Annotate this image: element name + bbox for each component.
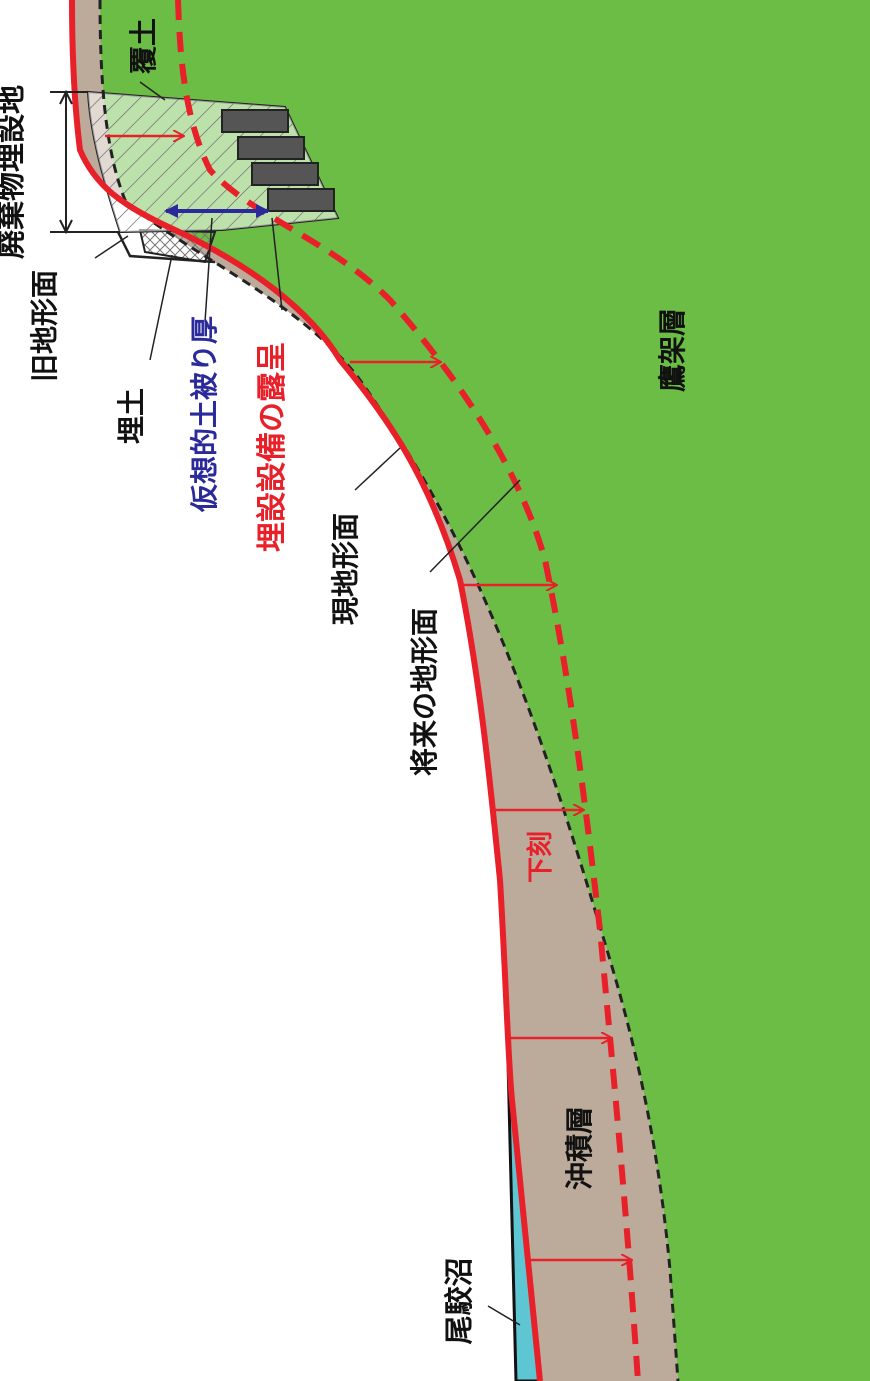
- label-facility-exposure: 埋設設備の露呈: [256, 342, 289, 552]
- alluvium-layer: [72, 0, 678, 1381]
- label-old-surface: 旧地形面: [29, 270, 60, 383]
- label-current-surface: 現地形面: [330, 513, 361, 626]
- dimension-arrowhead: [59, 219, 73, 235]
- facility-block: [267, 188, 335, 212]
- leader-cover-soil: [139, 81, 166, 101]
- leader-facility-exposure: [271, 217, 283, 311]
- label-alluvium: 沖積層: [564, 1106, 595, 1191]
- downcutting-arrows: [105, 136, 631, 1260]
- facility-block: [237, 136, 305, 160]
- facility-block: [221, 109, 289, 133]
- dimension-arrowhead: [59, 89, 73, 105]
- label-hypothetical-cover: 仮想的土被り厚: [189, 316, 220, 513]
- waste-site-dimension: [50, 89, 120, 235]
- label-future-surface: 将来の地形面: [409, 608, 440, 777]
- label-takanosu-layer: 鷹架層: [657, 308, 688, 393]
- label-cover-soil: 覆土: [128, 18, 159, 75]
- leader-current-surface: [354, 447, 401, 491]
- leader-marsh: [487, 1305, 521, 1326]
- facility-block: [251, 162, 319, 186]
- leader-future-surface: [429, 479, 521, 573]
- label-obuchi-marsh: 尾駮沼: [444, 1257, 476, 1345]
- label-waste-site: 廃棄物埋設地: [0, 85, 28, 260]
- leader-fill-soil: [149, 254, 173, 361]
- bedrock-region: [100, 0, 870, 1381]
- leader-lines: [94, 81, 521, 1326]
- label-fill-soil: 埋土: [116, 388, 147, 445]
- buried-facilities: [221, 109, 335, 212]
- leader-hypothetical-cover: [204, 217, 213, 323]
- label-downcutting: 下刻: [525, 831, 555, 884]
- current-surface-line: [69, 0, 543, 1381]
- leader-old-surface: [94, 235, 129, 259]
